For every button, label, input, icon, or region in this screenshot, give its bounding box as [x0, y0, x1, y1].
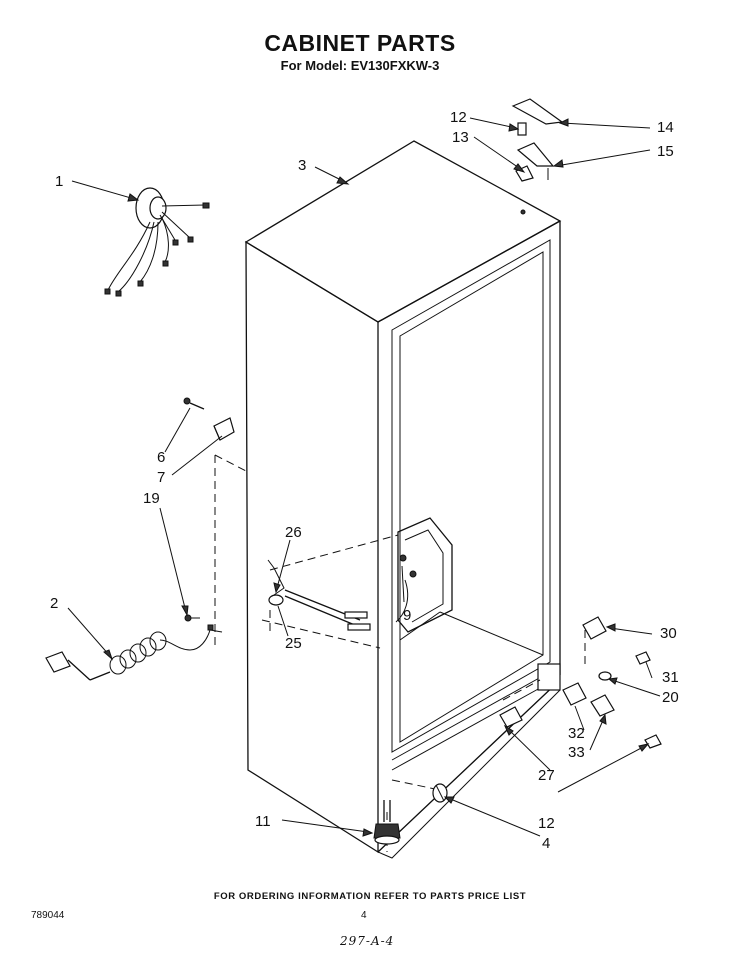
model-subtitle: For Model: EV130FXKW-3: [280, 58, 440, 73]
callout-leaders: [67, 117, 661, 837]
callout-numbers: 1 2 3 4 6 7 9 11 12 12 13 14 15 19 20 25…: [50, 109, 679, 852]
ordering-note: FOR ORDERING INFORMATION REFER TO PARTS …: [213, 891, 527, 902]
power-cord: [45, 614, 223, 681]
callout-12-bottom: 12: [538, 815, 555, 832]
callout-1: 1: [55, 173, 63, 190]
drain-tube-parts: [267, 559, 371, 631]
part-1-wire-harness: [104, 187, 210, 297]
callout-3: 3: [298, 157, 306, 174]
callout-2: 2: [50, 595, 58, 612]
callout-33: 33: [568, 744, 585, 761]
callout-25: 25: [285, 635, 302, 652]
cabinet-body: [244, 140, 562, 859]
callout-26: 26: [285, 524, 302, 541]
callout-30: 30: [660, 625, 677, 642]
document-number: 789044: [31, 910, 65, 921]
evaporator-housing: [395, 517, 453, 633]
callout-20: 20: [662, 689, 679, 706]
callout-6: 6: [157, 449, 165, 466]
callout-9: 9: [403, 607, 411, 624]
page-title: CABINET PARTS: [264, 30, 456, 56]
callout-11: 11: [255, 813, 271, 830]
callout-15: 15: [657, 143, 674, 160]
screw-and-bracket-6-7: [183, 397, 235, 441]
callout-19: 19: [143, 490, 160, 507]
leveling-leg: [373, 800, 401, 845]
callout-14: 14: [657, 119, 674, 136]
callout-12-top: 12: [450, 109, 467, 126]
page-number: 4: [361, 910, 367, 921]
callout-13: 13: [452, 129, 469, 146]
callout-4: 4: [542, 835, 550, 852]
handwritten-code: 297-A-4: [340, 934, 395, 948]
callout-7: 7: [157, 469, 165, 486]
callout-32: 32: [568, 725, 585, 742]
callout-31: 31: [662, 669, 679, 686]
callout-27: 27: [538, 767, 555, 784]
bottom-hinge-parts: [432, 616, 662, 803]
